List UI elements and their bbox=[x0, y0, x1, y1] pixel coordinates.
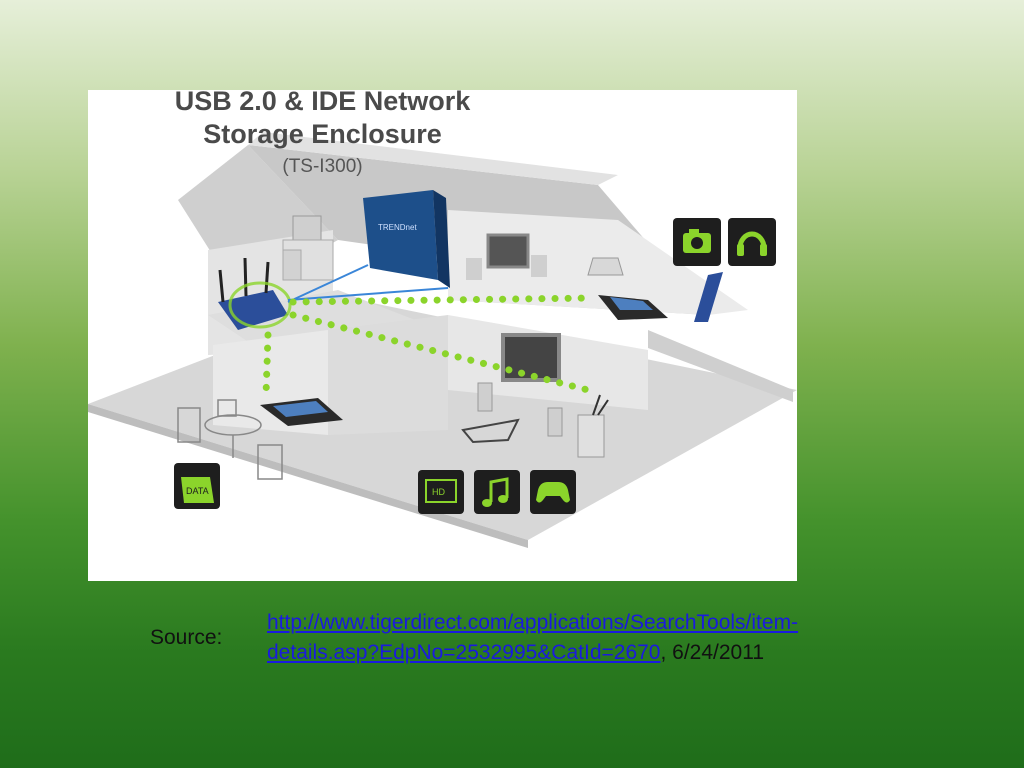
source-link-line1: http://www.tigerdirect.com/applications/… bbox=[267, 611, 799, 634]
source-text: http://www.tigerdirect.com/applications/… bbox=[267, 608, 907, 668]
hd-icon-label: HD bbox=[432, 487, 445, 497]
data-folder-icon: DATA bbox=[174, 463, 220, 509]
wireless-card-lower bbox=[260, 398, 343, 426]
wall-lower-mid bbox=[328, 315, 448, 435]
source-link[interactable]: http://www.tigerdirect.com/applications/… bbox=[267, 611, 798, 664]
wall-right-edge bbox=[648, 330, 793, 402]
hd-icon: HD bbox=[418, 470, 464, 514]
source-label: Source: bbox=[150, 626, 223, 649]
camera-icon bbox=[673, 218, 721, 266]
source-date: , 6/24/2011 bbox=[660, 641, 765, 664]
tv-upper bbox=[466, 233, 547, 280]
ethernet-cable bbox=[287, 264, 369, 303]
figure-title-line2: Storage Enclosure bbox=[203, 119, 442, 149]
gamepad-icon bbox=[530, 470, 576, 514]
ethernet-cable-2 bbox=[287, 287, 449, 301]
patio-furniture bbox=[177, 399, 283, 480]
speaker-right bbox=[547, 407, 563, 437]
floor-edge bbox=[88, 404, 528, 548]
house-illustration: TRENDnet bbox=[88, 132, 797, 548]
wireless-link-paths bbox=[262, 294, 597, 399]
media-player bbox=[577, 394, 609, 458]
laptop bbox=[587, 257, 624, 276]
data-icon-label: DATA bbox=[186, 486, 209, 496]
desktop-computer bbox=[282, 215, 334, 281]
roof-ridge bbox=[248, 132, 618, 185]
tv-stand bbox=[461, 418, 520, 444]
figure-model-number: (TS-I300) bbox=[282, 156, 363, 177]
network-diagram-image: TRENDnet bbox=[88, 90, 797, 581]
nas-enclosure: TRENDnet bbox=[363, 190, 450, 288]
wireless-card-upper bbox=[598, 295, 668, 320]
headphones-icon bbox=[728, 218, 776, 266]
tv-lower bbox=[501, 333, 561, 382]
source-link-line2: details.asp?EdpNo=2532995&CatId=2670 bbox=[267, 641, 661, 664]
speaker-left bbox=[477, 382, 493, 412]
wireless-router bbox=[218, 257, 292, 330]
figure-title-line1: USB 2.0 & IDE Network bbox=[174, 90, 471, 116]
device-brand-label: TRENDnet bbox=[378, 223, 417, 232]
handheld-device bbox=[694, 272, 723, 322]
music-note-icon bbox=[474, 470, 520, 514]
